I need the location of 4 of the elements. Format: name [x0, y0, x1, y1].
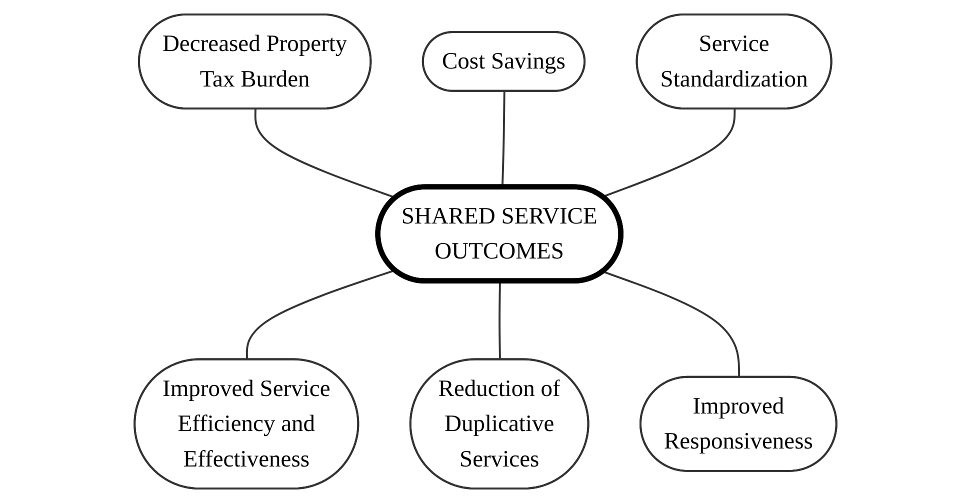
- connector: [246, 269, 396, 360]
- connector: [602, 270, 740, 378]
- connector: [602, 109, 736, 198]
- connector: [498, 282, 501, 360]
